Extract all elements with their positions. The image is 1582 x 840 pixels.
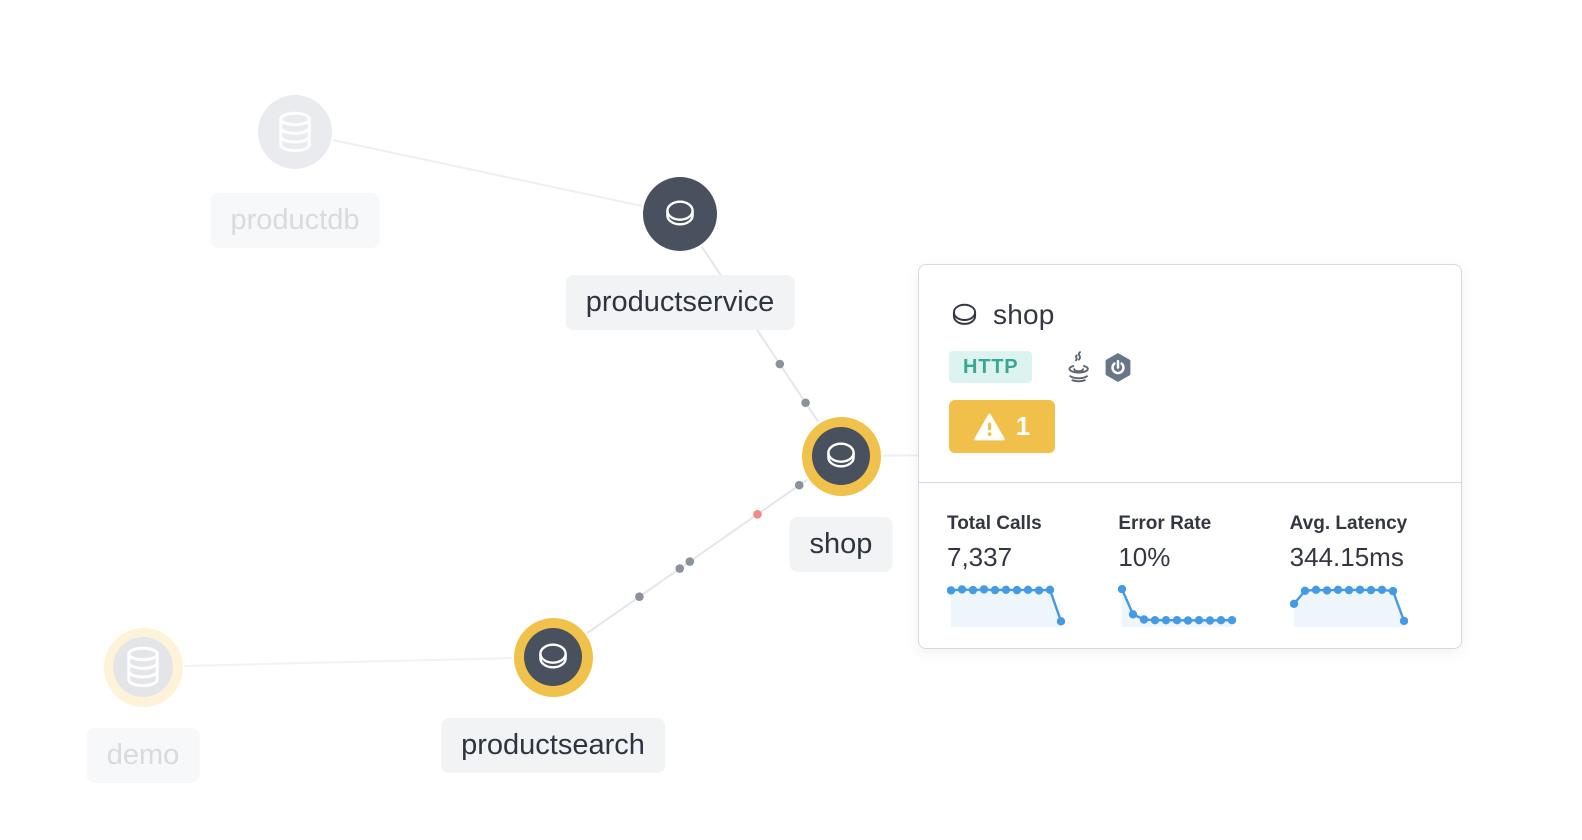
node-core (113, 637, 173, 697)
service-node-demo[interactable] (103, 627, 183, 707)
database-puck-icon (823, 438, 859, 474)
edge-productsearch-shop (586, 478, 808, 635)
database-stack-icon (272, 109, 318, 155)
service-node-label-productdb[interactable]: productdb (210, 193, 380, 248)
node-core (524, 628, 582, 686)
sparkline-avg-latency (1289, 585, 1408, 627)
sparkline-error-rate (1118, 584, 1237, 627)
service-node-label-demo[interactable]: demo (86, 728, 200, 783)
database-puck-icon (662, 196, 698, 232)
protocol-badge: HTTP (949, 351, 1033, 383)
popover-title: shop (993, 299, 1055, 330)
request-marker (675, 564, 685, 573)
node-core (812, 427, 870, 485)
database-stack-icon (120, 644, 166, 690)
service-node-label-shop[interactable]: shop (789, 517, 893, 572)
request-marker (685, 557, 695, 566)
warning-triangle-icon (973, 413, 1005, 441)
sparkline-total-calls (947, 585, 1065, 627)
edge-productservice-shop (700, 245, 819, 423)
stat-label: Avg. Latency (1289, 513, 1408, 534)
database-icon (949, 300, 980, 331)
edge-productdb-productservice (332, 139, 643, 207)
request-marker (801, 398, 810, 408)
database-puck-icon (535, 639, 571, 675)
spring-boot-icon (1103, 352, 1133, 383)
request-marker (775, 359, 785, 369)
stat-avg-latency: Avg. Latency 344.15ms (1289, 513, 1461, 648)
node-detail-popover: shop HTTP (918, 264, 1462, 649)
service-node-productsearch[interactable] (513, 617, 593, 697)
stat-total-calls: Total Calls 7,337 (947, 513, 1118, 648)
error-request-marker (753, 509, 762, 519)
stat-value: 10% (1118, 542, 1171, 572)
warning-count: 1 (1015, 411, 1031, 441)
stat-error-rate: Error Rate 10% (1118, 513, 1289, 648)
service-node-label-productservice[interactable]: productservice (565, 275, 795, 330)
service-node-productservice[interactable] (643, 177, 717, 251)
edge-demo-productsearch (184, 657, 512, 667)
popover-header: shop HTTP (919, 265, 1461, 453)
stat-value: 7,337 (947, 542, 1013, 572)
request-marker (635, 592, 644, 601)
request-marker (794, 480, 804, 490)
warning-badge[interactable]: 1 (949, 400, 1055, 453)
service-node-shop[interactable] (801, 416, 881, 496)
popover-stats: Total Calls 7,337 Error Rate 10% Avg. La… (919, 482, 1461, 648)
service-node-label-productsearch[interactable]: productsearch (441, 718, 665, 773)
service-node-productdb[interactable] (258, 95, 332, 169)
stat-label: Error Rate (1118, 513, 1212, 534)
stat-label: Total Calls (947, 513, 1042, 534)
java-icon (1062, 349, 1095, 385)
stat-value: 344.15ms (1289, 542, 1404, 572)
